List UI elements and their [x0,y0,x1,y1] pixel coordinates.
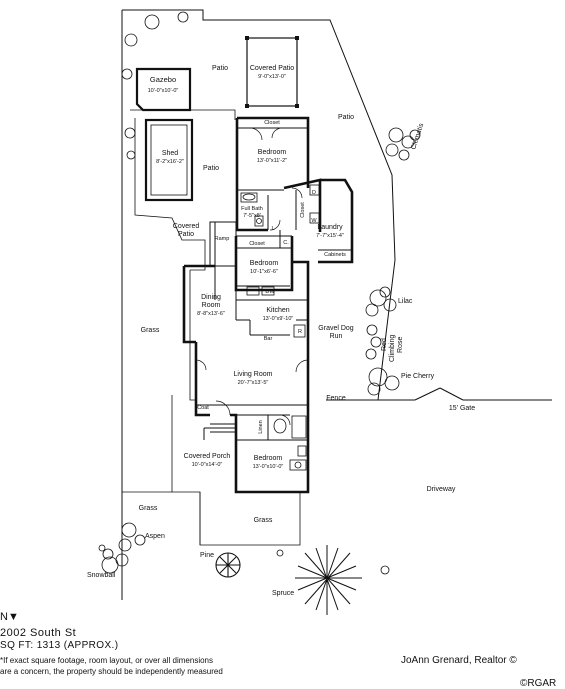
closet-mid-label: Closet [249,241,265,247]
lilac-label: Lilac [398,298,413,305]
pine-label: Pine [200,552,214,559]
shed-label: Shed [162,150,178,157]
rose-label-1: Red [381,338,388,351]
bedroom-top-dims: 13'-0"x11'-2" [257,158,287,164]
aspen-label: Aspen [145,533,165,540]
shed: Shed 8'-2"x16'-2" [144,118,194,202]
snowball-shrub-icon [101,548,129,574]
bedroom-mid-label: Bedroom [250,260,279,267]
ramp-label: Ramp [215,236,230,242]
disclaimer-line-1: *If exact square footage, room layout, o… [0,656,213,665]
linen-label: Linen [258,420,264,433]
driveway-label: Driveway [427,486,456,493]
patio-label-2: Patio [338,114,354,121]
spruce-label: Spruce [272,590,294,597]
rose-label-3: Rose [397,337,404,353]
closet-top-label: Closet [264,120,280,126]
covered-porch-dims: 10'-0"x14'-0" [192,462,223,468]
interior-walls [196,127,352,441]
plant-labels: Clematis Lilac Red Climbing Rose Pie Che… [87,122,435,597]
dw-label: DW [265,289,275,295]
cherry-tree-icon [367,367,400,396]
trees-shrubs [98,11,421,615]
gravel-dog-run-label-1: Gravel Dog [318,325,354,332]
pie-cherry-label: Pie Cherry [401,373,435,380]
covered-porch-label: Covered Porch [184,453,231,460]
w-label: W [311,218,317,224]
laundry-label: Laundry [317,224,343,231]
pine-tree-icon [215,552,241,578]
closet-side-label: Closet [300,202,306,218]
gravel-dog-run-label-2: Run [330,333,343,340]
covered-patio-left-label-1: Covered [173,223,200,230]
c-label: C. [283,240,289,246]
address: 2002 South St [0,627,77,639]
bar-label: Bar [264,336,273,342]
bedroom-bottom-label: Bedroom [254,455,283,462]
fixture-labels: DW Bar R C. L W D [264,190,318,342]
clematis-shrub-icon [385,127,421,161]
full-bath-dims: 7'-5"x8' [243,213,261,219]
grass-label-3: Grass [254,517,273,524]
square-footage: SQ FT: 1313 (APPROX.) [0,640,119,651]
covered-patio-top: Covered Patio 9'-0"x13'-0" [245,36,299,108]
l-label: L [271,226,274,232]
kitchen-dims: 13'-0"x9'-10" [263,316,294,322]
rose-shrub-icon [365,324,382,360]
bedroom-bottom-dims: 13'-0"x10'-0" [253,464,284,470]
dining-dims: 8'-8"x13'-6" [197,311,225,317]
gazebo: Gazebo 10'-0"x10'-0" [135,67,192,112]
cabinets-label: Cabinets [324,252,346,258]
living-room-dims: 20'-7"x13'-5" [238,380,269,386]
realtor-credit: JoAnn Grenard, Realtor © [401,655,517,666]
clematis-label: Clematis [410,122,425,151]
disclaimer-line-2: are a concern, the property should be in… [0,667,223,676]
kitchen-label: Kitchen [266,307,289,314]
shrub-icon [121,11,189,160]
bedroom-top-label: Bedroom [258,149,287,156]
gazebo-dims: 10'-0"x10'-0" [148,88,179,94]
covered-patio-left-label-2: Patio [178,231,194,238]
dining-label-1: Dining [201,294,221,301]
coat-label: Coat [197,405,209,411]
d-label: D [312,190,316,196]
rose-label-2: Climbing [389,335,396,362]
covered-patio-top-dims: 9'-0"x13'-0" [258,74,286,80]
grass-label-2: Grass [139,505,158,512]
fence-label: Fence [326,395,346,402]
laundry-dims: 7'-7"x15'-4" [316,233,344,239]
snowball-label: Snowball [87,572,116,579]
door-swings [195,127,309,426]
dining-label-2: Room [202,302,221,309]
full-bath-label: Full Bath [241,206,263,212]
gate-label: 15' Gate [449,405,475,412]
lilac-shrub-icon [365,286,397,317]
gazebo-label: Gazebo [150,75,176,84]
patio-label-1: Patio [212,65,228,72]
bedroom-mid-dims: 10'-1"x6'-6" [250,269,278,275]
north-arrow-icon: N▼ [0,611,19,623]
r-label: R [298,329,302,335]
spruce-tree-icon [295,545,362,615]
patio-label-3: Patio [203,165,219,172]
tree-icon [98,544,390,575]
grass-label-1: Grass [141,327,160,334]
covered-patio-top-label: Covered Patio [250,65,294,72]
living-room-label: Living Room [234,371,273,378]
fixtures [240,184,320,471]
copyright-mark: ©RGAR [520,678,557,689]
room-labels: Closet Bedroom 13'-0"x11'-2" Full Bath 7… [184,120,346,470]
property-boundary [121,9,552,600]
outdoor-labels: Patio Patio Patio Covered Patio Ramp Gra… [139,65,476,524]
aspen-tree-icon [118,522,146,552]
shed-dims: 8'-2"x16'-2" [156,159,184,165]
